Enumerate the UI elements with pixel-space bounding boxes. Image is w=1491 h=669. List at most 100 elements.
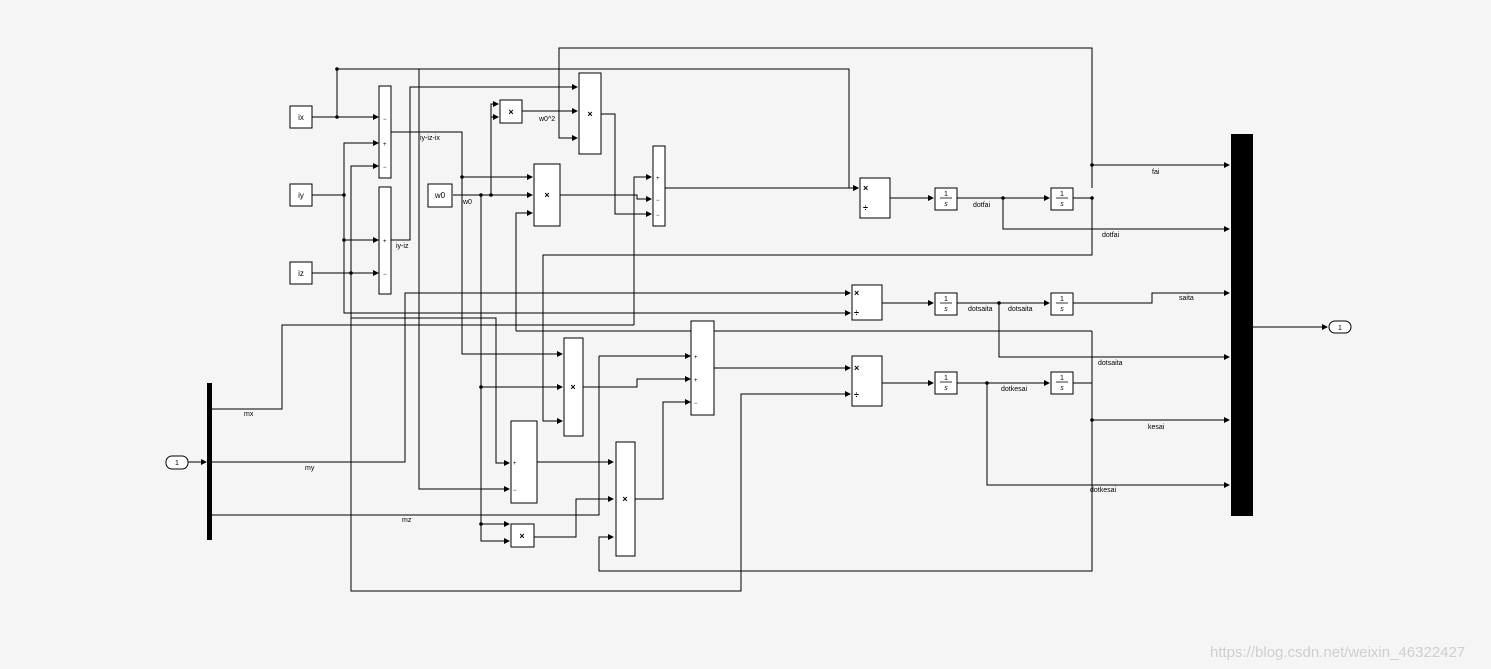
wire-prod5-out: [635, 399, 691, 500]
sign-minus: −: [383, 165, 387, 171]
mux-bar[interactable]: [1231, 134, 1253, 516]
product-1[interactable]: ×: [578, 72, 602, 155]
wire-dotfai-mux: [1002, 198, 1230, 232]
sum-iy-iz-ix[interactable]: − + −: [378, 85, 392, 179]
constant-iy[interactable]: iy: [289, 183, 313, 207]
inport-1[interactable]: 1: [165, 455, 189, 470]
wire-feedback-top: [558, 47, 1093, 188]
product-3[interactable]: ×: [563, 337, 584, 437]
label-dotsaita-1: dotsaita: [968, 306, 993, 313]
divide-saita[interactable]: × ÷: [851, 284, 883, 321]
integrator-saita[interactable]: 1 s: [1050, 292, 1074, 316]
divide-fai[interactable]: × ÷: [859, 177, 891, 219]
wire-prod4-out: [534, 496, 614, 538]
integrator-num: 1: [944, 191, 948, 198]
product-4[interactable]: ×: [510, 523, 535, 548]
integrator-num: 1: [1060, 191, 1064, 198]
label-dotsaita-2: dotsaita: [1008, 306, 1033, 313]
product-symbol: ×: [519, 531, 524, 541]
sign-plus: +: [694, 355, 698, 361]
constant-iy-label: iy: [298, 191, 304, 200]
label-dotsaita-3: dotsaita: [1098, 360, 1123, 367]
outport-1[interactable]: 1: [1328, 320, 1352, 334]
inport-label: 1: [175, 460, 179, 467]
sign-plus: +: [383, 239, 387, 245]
constant-iz[interactable]: iz: [289, 261, 313, 285]
wire-dotkesai-mux: [986, 383, 1230, 488]
wire-prod5-in3: [598, 420, 1093, 572]
sign-minus: −: [694, 401, 698, 407]
constant-ix[interactable]: ix: [289, 105, 313, 129]
integrator-den: s: [944, 306, 948, 313]
sign-minus: −: [513, 488, 517, 494]
sign-plus: +: [513, 461, 517, 467]
integrator-den: s: [1060, 201, 1064, 208]
sign-minus: −: [656, 213, 660, 219]
wire-w0-e: [490, 101, 499, 195]
product-5[interactable]: ×: [615, 441, 636, 557]
divide-kesai[interactable]: × ÷: [851, 355, 883, 407]
product-symbol: ×: [570, 382, 575, 392]
label-iy-iz-ix: iy-iz-ix: [420, 135, 440, 142]
wire-iy-3: [343, 240, 851, 316]
sign-minus: −: [383, 117, 387, 123]
wire-ix-down: [337, 68, 510, 492]
integrator-den: s: [944, 385, 948, 392]
sum-kesai[interactable]: + + −: [690, 320, 715, 416]
demux-bar[interactable]: [207, 383, 212, 540]
product-symbol: ×: [622, 494, 627, 504]
integrator-den: s: [1060, 306, 1064, 313]
divide-symbol: ÷: [854, 308, 859, 318]
integrator-dotfai[interactable]: 1 s: [934, 187, 958, 211]
constant-w0[interactable]: w0: [427, 183, 453, 208]
wire-fai: [542, 197, 1093, 424]
product-symbol: ×: [863, 183, 868, 193]
wire-iz-2: [350, 163, 379, 273]
integrator-num: 1: [944, 296, 948, 303]
sign-plus: +: [383, 142, 387, 148]
integrator-kesai[interactable]: 1 s: [1050, 371, 1074, 395]
integrator-num: 1: [944, 375, 948, 382]
sign-plus: +: [694, 378, 698, 384]
divide-symbol: ÷: [863, 203, 868, 213]
label-my: my: [305, 465, 315, 472]
wire-w0-b: [480, 195, 510, 544]
label-w0: w0: [462, 199, 472, 206]
product-2[interactable]: ×: [533, 163, 561, 227]
wire-sum1-in: [633, 174, 652, 325]
label-fai: fai: [1152, 169, 1160, 176]
product-symbol: ×: [587, 109, 592, 119]
sum-small[interactable]: + −: [510, 420, 538, 504]
label-kesai: kesai: [1148, 424, 1165, 431]
constant-ix-label: ix: [298, 113, 304, 122]
wire-mx: [210, 324, 634, 410]
product-w0sq[interactable]: ×: [499, 99, 523, 124]
junction-dots: [335, 67, 1094, 526]
product-symbol: ×: [508, 107, 513, 117]
wire-iz-3: [350, 273, 851, 592]
wire-iy-iz-ix: [391, 131, 563, 357]
product-symbol: ×: [854, 363, 859, 373]
label-mz: mz: [402, 517, 412, 524]
integrator-num: 1: [1060, 375, 1064, 382]
integrator-den: s: [944, 201, 948, 208]
integrator-dotkesai[interactable]: 1 s: [934, 371, 958, 395]
integrator-fai[interactable]: 1 s: [1050, 187, 1074, 211]
constant-w0-label: w0: [434, 191, 446, 200]
product-symbol: ×: [544, 190, 549, 200]
label-mx: mx: [244, 411, 254, 418]
label-dotkesai-1: dotkesai: [1001, 386, 1028, 393]
divide-symbol: ÷: [854, 390, 859, 400]
label-dotfai-1: dotfai: [973, 202, 991, 209]
signal-labels: iy-iz-ix iy-iz w0 w0^2 mx my mz dotfai d…: [244, 116, 1194, 524]
wire-dotsaita-mux: [998, 303, 1230, 360]
sign-minus: −: [656, 198, 660, 204]
wire-prod2-out: [560, 194, 652, 202]
sum-fai[interactable]: + − −: [652, 145, 666, 227]
sum-iy-iz[interactable]: + −: [378, 186, 392, 295]
label-dotfai-2: dotfai: [1102, 232, 1120, 239]
integrator-den: s: [1060, 385, 1064, 392]
sign-plus: +: [656, 176, 660, 182]
integrator-dotsaita[interactable]: 1 s: [934, 292, 958, 316]
